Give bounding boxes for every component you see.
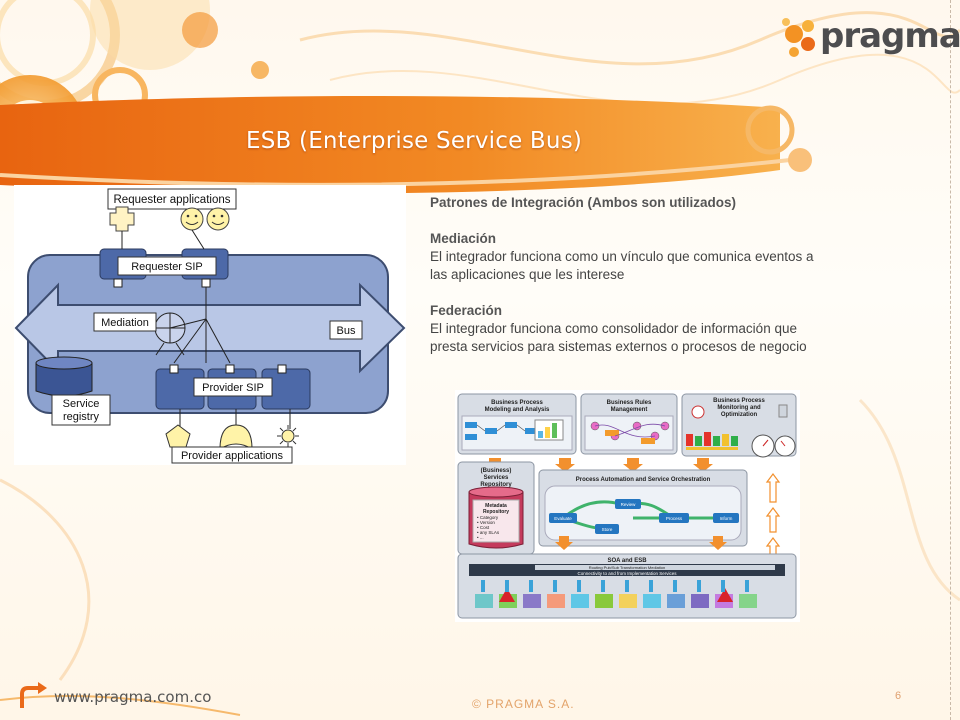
repo-line1: (Business) bbox=[481, 468, 512, 474]
meta-line2: Repository bbox=[483, 509, 509, 515]
service-registry-line1: Service bbox=[63, 398, 100, 410]
mediacion-title: Mediación bbox=[430, 231, 497, 246]
bus-label: Bus bbox=[337, 325, 356, 337]
repo-line2: Services bbox=[484, 475, 509, 481]
mediation-label: Mediation bbox=[101, 317, 149, 329]
monitor-line1: Business Process bbox=[713, 398, 765, 404]
mediacion-line-2: las aplicaciones que les interese bbox=[430, 267, 625, 282]
meta-item: • ... bbox=[477, 535, 484, 540]
federacion-title: Federación bbox=[430, 303, 503, 318]
soa-esb-label: SOA and ESB bbox=[607, 558, 647, 564]
provider-applications-label: Provider applications bbox=[181, 450, 284, 462]
process-label: Process bbox=[666, 516, 683, 521]
requester-applications-label: Requester applications bbox=[114, 194, 231, 206]
meta-line1: Metadata bbox=[485, 503, 507, 509]
guide-dashline bbox=[950, 0, 951, 720]
monitor-line2: Monitoring and bbox=[717, 405, 761, 411]
mediacion-line-1: El integrador funciona como un vínculo q… bbox=[430, 249, 814, 264]
connectivity-label: Connectivity to and from Implementation … bbox=[577, 571, 677, 576]
inform-label: Inform bbox=[720, 516, 733, 521]
meta-item: • Cost bbox=[477, 525, 490, 530]
evaluate-label: Evaluate bbox=[554, 516, 572, 521]
federacion-line-2: presta servicios para sistemas externos … bbox=[430, 339, 807, 354]
patterns-heading: Patrones de Integración (Ambos son utili… bbox=[430, 195, 737, 210]
store-label: Store bbox=[602, 527, 613, 532]
rules-line1: Business Rules bbox=[607, 400, 652, 406]
soa-diagram-image: Business Process Modeling and Analysis B… bbox=[455, 390, 800, 622]
integration-patterns-text: Patrones de Integración (Ambos son utili… bbox=[430, 194, 910, 356]
page-number: 6 bbox=[895, 690, 902, 702]
bpm-modeling-line2: Modeling and Analysis bbox=[485, 407, 550, 413]
meta-item: • Version bbox=[477, 520, 495, 525]
connectivity-types: Routing Pub/Sub Transformation Mediation bbox=[589, 565, 666, 570]
rules-line2: Management bbox=[611, 407, 648, 413]
federacion-line-1: El integrador funciona como consolidador… bbox=[430, 321, 797, 336]
logo-wordmark: pragma bbox=[820, 16, 960, 56]
soa-diagram: Business Process Modeling and Analysis B… bbox=[457, 393, 797, 619]
footer-url: www.pragma.com.co bbox=[54, 688, 212, 706]
service-registry-line2: registry bbox=[63, 411, 100, 423]
pragma-logo-icon bbox=[782, 18, 815, 57]
repo-line3: Repository bbox=[480, 482, 512, 488]
meta-item: • Category bbox=[477, 515, 499, 520]
esb-diagram: Requester applications Requester SIP bbox=[14, 188, 406, 464]
review-label: Review bbox=[621, 502, 637, 507]
footer-arrow-icon bbox=[20, 682, 47, 708]
bpm-modeling-line1: Business Process bbox=[491, 400, 543, 406]
provider-sip-label: Provider SIP bbox=[202, 382, 264, 394]
requester-sip-label: Requester SIP bbox=[131, 261, 203, 273]
orchestration-label: Process Automation and Service Orchestra… bbox=[576, 477, 711, 483]
esb-diagram-image: Requester applications Requester SIP bbox=[14, 185, 406, 465]
footer-copyright: © PRAGMA S.A. bbox=[472, 697, 575, 711]
monitor-line3: Optimization bbox=[721, 412, 758, 418]
slide-title: ESB (Enterprise Service Bus) bbox=[246, 128, 583, 154]
meta-item: • any SLAs bbox=[477, 530, 500, 535]
